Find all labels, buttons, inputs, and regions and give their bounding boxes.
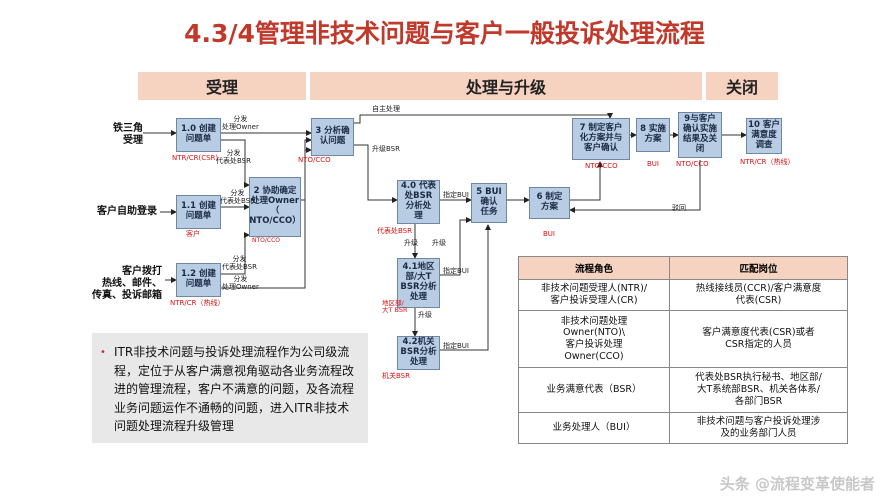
table-cell: 非技术问题受理人(NTR)/ 客户投诉受理人(CR)	[518, 278, 670, 312]
role-9: NTO/CCO	[676, 160, 709, 168]
label-dispatch-bsr-3: 分发 代表处BSR	[222, 255, 257, 271]
label-assign-bui-3: 指定BUI	[443, 342, 469, 350]
role-mapping-table: 流程角色 匹配岗位 非技术问题受理人(NTR)/ 客户投诉受理人(CR) 热线接…	[518, 256, 848, 445]
step-4-2-hq-bsr: 4.2机关 BSR分析 处理	[397, 336, 440, 370]
bullet-icon: •	[100, 347, 106, 358]
table-cell: 客户满意度代表(CSR)或者 CSR指定的人员	[669, 310, 848, 369]
label-dispatch-bsr-2: 分发 代表处BSR	[220, 189, 255, 205]
step-2-assign-owner: 2 协助确定 处理Owner （ NTO/CCO）	[249, 177, 301, 237]
role-10: NTR/CR（热线）	[740, 158, 795, 166]
role-4-2: 机关BSR	[382, 372, 410, 380]
role-3: NTO/CCO	[298, 156, 331, 164]
table-header-row: 流程角色 匹配岗位	[518, 256, 848, 280]
table-cell: 业务满意代表（BSR）	[518, 367, 670, 413]
step-1-2-create-ticket: 1.2 创建 问题单	[176, 263, 221, 297]
table-row: 业务满意代表（BSR） 代表处BSR执行秘书、地区部/ 大T系统部BSR、机关各…	[518, 367, 848, 413]
phase-accept: 受理	[138, 72, 306, 100]
role-7: NTO/CCO	[585, 162, 618, 170]
step-1-0-create-ticket: 1.0 创建 问题单	[176, 118, 221, 152]
note-text: ITR非技术问题与投诉处理流程作为公司级流程，定位于从客户满意视角驱动各业务流程…	[114, 345, 355, 434]
label-dispatch-owner-2: 分发 处理Owner	[222, 275, 259, 291]
table-row: 非技术问题受理人(NTR)/ 客户投诉受理人(CR) 热线接线员(CCR)/客户…	[518, 278, 848, 312]
step-10-satisfaction-survey: 10 客户 满意度 调查	[746, 118, 782, 154]
source-iron-triangle: 铁三角 受理	[113, 123, 143, 146]
table-header-post: 匹配岗位	[669, 256, 848, 280]
step-6-make-plan: 6 制定 方案	[529, 187, 570, 219]
phase-process-escalate: 处理与升级	[310, 72, 702, 100]
role-1-1: 客户	[186, 230, 200, 238]
step-4-0-office-bsr: 4.0 代表 处BSR 分析处 理	[397, 180, 440, 224]
table-cell: 业务处理人（BUI）	[518, 411, 670, 445]
role-4-0: 代表处BSR	[377, 227, 412, 235]
source-hotline-mail: 客户拨打 热线、邮件、 传真、投诉邮箱	[92, 266, 162, 301]
label-assign-bui-1: 指定BUI	[443, 191, 469, 199]
watermark: 头条 @流程变革使能者	[719, 475, 875, 493]
role-6: BUI	[543, 230, 555, 238]
step-5-bui-confirm-task: 5 BUI 确认 任务	[471, 183, 507, 223]
step-9-confirm-close: 9与客户 确认实施 结果及关 闭	[678, 112, 722, 158]
step-3-analyze-confirm: 3 分析确 认问题	[311, 118, 354, 156]
step-7-customer-plan: 7 制定客户 化方案并与 客户确认	[572, 118, 630, 160]
label-dispatch-bsr-1: 分发 代表处BSR	[216, 149, 251, 165]
label-escalate-3: 升级	[418, 311, 432, 319]
table-cell: 热线接线员(CCR)/客户满意度 代表(CSR)	[669, 278, 848, 312]
note-box: • ITR非技术问题与投诉处理流程作为公司级流程，定位于从客户满意视角驱动各业务…	[92, 333, 368, 443]
label-reject: 驳回	[672, 204, 686, 212]
page-title: 4.3/4管理非技术问题与客户一般投诉处理流程	[184, 19, 705, 48]
label-escalate-1: 升级	[404, 239, 418, 247]
label-self-handle: 自主处理	[372, 105, 400, 113]
role-4-1: 地区部/ 大T BSR	[382, 299, 408, 315]
table-row: 业务处理人（BUI） 非技术问题与客户投诉处理涉 及的业务部门人员	[518, 411, 848, 445]
role-1-2: NTR/CR（热线）	[170, 299, 225, 307]
label-escalate-2: 升级	[432, 239, 446, 247]
table-row: 非技术问题处理 Owner(NTO)\ 客户投诉处理 Owner(CCO) 客户…	[518, 310, 848, 369]
step-1-1-create-ticket: 1.1 创建 问题单	[176, 195, 221, 229]
step-4-1-region-bsr: 4.1地区 部/大T BSR分析 处理	[397, 258, 440, 308]
table-cell: 非技术问题与客户投诉处理涉 及的业务部门人员	[669, 411, 848, 445]
role-8: BUI	[647, 160, 659, 168]
table-header-role: 流程角色	[518, 256, 670, 280]
role-1-0: NTR/CR(CSR)	[172, 154, 219, 162]
role-2: NTO/CCO	[252, 237, 280, 244]
step-8-implement-plan: 8 实施 方案	[636, 118, 670, 152]
label-escalate-bsr: 升级BSR	[372, 145, 400, 153]
table-cell: 非技术问题处理 Owner(NTO)\ 客户投诉处理 Owner(CCO)	[518, 310, 670, 369]
label-assign-bui-2: 指定BUI	[443, 267, 469, 275]
table-cell: 代表处BSR执行秘书、地区部/ 大T系统部BSR、机关各体系/ 各部门BSR	[669, 367, 848, 413]
source-self-service-login: 客户自助登录	[97, 206, 157, 217]
phase-close: 关闭	[706, 72, 778, 100]
label-dispatch-owner-1: 分发 处理Owner	[222, 115, 259, 131]
